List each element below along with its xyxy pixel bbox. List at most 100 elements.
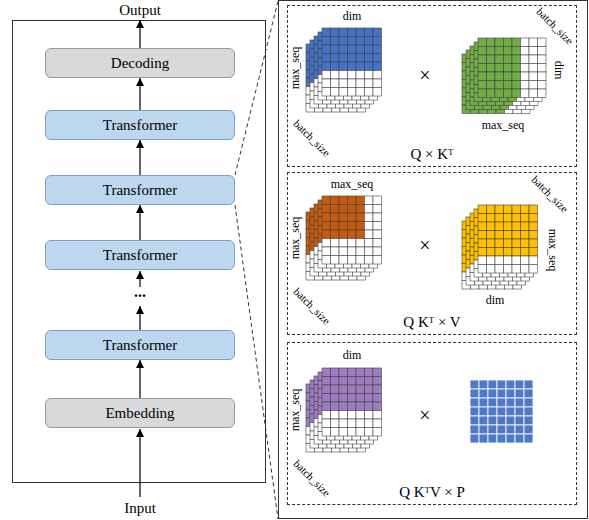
matrix-cell [470,434,479,443]
matrix-cell [323,70,332,79]
matrix-cell [512,81,521,90]
matrix-cell [365,36,374,45]
matrix-layer [310,40,370,108]
dimension-label: max_seq [545,229,558,272]
matrix-cell [348,419,357,428]
matrix-cell [470,389,479,398]
matrix-cell [515,407,524,416]
matrix-layer [314,204,374,272]
matrix-cell [496,256,505,265]
dimension-label: max_seq [289,47,302,90]
matrix-cell [496,213,505,222]
matrix-cell [339,230,348,239]
matrix-cell [339,28,348,37]
matrix-cell [322,37,331,46]
matrix-cell [365,54,374,63]
matrix-cell [340,87,349,96]
matrix-cell [513,264,522,273]
matrix-cell [323,36,332,45]
matrix-cell [357,402,366,411]
matrix-cell [515,380,524,389]
matrix-cell [512,256,521,265]
matrix-cell [529,89,538,98]
matrix-cell [488,416,497,425]
matrix-layer [462,54,530,114]
matrix-cell [521,265,530,274]
flow-arrow [139,360,140,398]
matrix-cell [495,72,504,81]
matrix-cell [488,434,497,443]
matrix-cell [506,380,515,389]
embedding-box: Embedding [45,398,235,428]
matrix-cell [323,221,332,230]
matrix-cell [497,398,506,407]
matrix-cell [365,230,374,239]
matrix-cell [331,45,340,54]
matrix-cell [331,213,340,222]
matrix-cell [323,238,332,247]
matrix-cell [339,247,348,256]
matrix-cell [504,239,513,248]
matrix-cell [488,398,497,407]
matrix-cell [365,410,374,419]
matrix-cell [479,222,488,231]
matrix-cell [373,222,382,231]
matrix-cell [504,214,513,223]
matrix-cell [348,256,357,265]
matrix-cell [348,394,357,403]
matrix-cell [529,214,538,223]
matrix-cell [506,425,515,434]
matrix-cell [504,72,513,81]
operation-caption: Q Kᵀ × V [403,314,460,331]
matrix-cell [339,79,348,88]
matrix-cell [497,389,506,398]
matrix-cell [504,81,513,90]
matrix-cell [323,427,332,436]
matrix-cell [331,62,340,71]
matrix-cell [340,376,349,385]
matrix-cell [496,264,505,273]
matrix-cell [348,45,357,54]
matrix-cell [356,385,365,394]
matrix-cell [348,230,357,239]
matrix-cell [365,238,374,247]
flow-arrow [139,306,140,330]
matrix-cell [513,55,522,64]
matrix-cell [348,196,357,205]
matrix-cell [340,238,349,247]
matrix-cell [529,256,538,265]
matrix-cell [322,88,331,97]
matrix-cell [323,419,332,428]
matrix-cell [365,213,374,222]
matrix-cell [356,37,365,46]
operation-caption: Q KᵀV × P [399,484,465,501]
matrix-layer [474,209,534,277]
matrix-cell [521,46,530,55]
matrix-cell [524,416,533,425]
transformer-box: Transformer [45,240,235,270]
matrix-cell [470,398,479,407]
matrix-cell [356,402,365,411]
dimension-label: batch_size [529,173,570,214]
matrix-cell [496,63,505,72]
matrix-cell [513,222,522,231]
matrix-cell [530,89,539,98]
matrix-cell [322,419,331,428]
matrix-cell [487,265,496,274]
matrix-cell [373,394,382,403]
matrix-cell [348,428,357,437]
dimension-label: × [419,404,430,426]
matrix-cell [497,380,506,389]
operation-panel: Q Kᵀ × V [287,172,577,335]
matrix-cell [365,393,374,402]
matrix-cell [487,248,496,257]
matrix-cell [504,231,513,240]
matrix-cell [530,72,539,81]
matrix-cell [356,411,365,420]
matrix-cell [521,47,530,56]
zoom-line [235,1,278,175]
matrix-cell [478,55,487,64]
matrix-cell [487,80,496,89]
matrix-cell [479,63,488,72]
matrix-cell [331,87,340,96]
